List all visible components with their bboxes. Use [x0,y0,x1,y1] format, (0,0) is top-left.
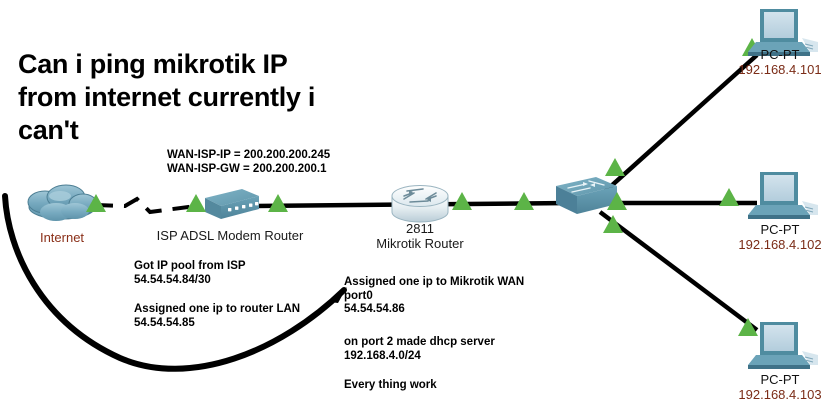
pc-icon-2 [748,172,818,219]
link-triangle-router-lan [514,192,534,210]
router-label: Mikrotik Router [376,236,464,251]
isp-pool-line-1: Got IP pool from ISP [134,260,246,272]
link-switch-to-pc3 [598,210,759,332]
headline-line-2: from internet currently i [18,81,316,112]
link-triangle-pc3 [738,318,758,336]
headline-line-1: Can i ping mikrotik IP [18,49,288,79]
pc1-name-label: PC-PT [760,47,800,62]
wan-isp-ip-line: WAN-ISP-IP = 200.200.200.245 [167,149,331,161]
link-triangle-switch-pc3 [603,215,623,233]
isp-pool-line-2: 54.54.54.84/30 [134,273,211,286]
link-triangle-cloud [86,194,106,212]
link-triangle-router-wan [452,192,472,210]
modem-label: ISP ADSL Modem Router [156,228,304,243]
mikrotik-wan-line-2: port0 [344,289,373,302]
router-model-label: 2811 [406,221,434,236]
cloud-label: Internet [39,230,85,245]
pc2-name-label: PC-PT [760,222,800,237]
pc-icon-3 [748,322,818,369]
mikrotik-wan-line-1: Assigned one ip to Mikrotik WAN [344,276,525,288]
handdrawn-pointer-arc [2,193,347,372]
isp-lan-line-2: 54.54.54.85 [134,316,195,329]
link-internet-to-modem [95,196,197,215]
link-switch-to-pc1 [598,53,759,198]
link-triangle-modem-lan [268,194,288,212]
pc3-ip-label: 192.168.4.103 [738,387,822,402]
headline-line-3: can't [18,114,79,145]
isp-lan-line-1: Assigned one ip to router LAN [134,303,301,315]
pc-icon-1 [748,9,818,56]
link-triangle-switch-pc1 [605,158,625,176]
modem-icon [205,189,259,219]
switch-icon [556,177,617,214]
pc2-ip-label: 192.168.4.102 [738,237,822,252]
everything-works-annotation: Every thing work [344,379,437,391]
wan-isp-gw-line: WAN-ISP-GW = 200.200.200.1 [167,162,327,175]
pc1-ip-label: 192.168.4.101 [738,62,822,77]
router-icon [391,185,449,223]
mikrotik-wan-line-3: 54.54.54.86 [344,303,405,316]
link-triangle-modem-wan [186,194,206,212]
link-status-triangles [86,38,762,336]
link-triangle-pc2 [719,188,739,206]
pc3-name-label: PC-PT [760,372,800,387]
mikrotik-dhcp-line-2: 192.168.4.0/24 [344,349,421,362]
cloud-icon [27,184,98,221]
mikrotik-dhcp-line-1: on port 2 made dhcp server [344,336,495,348]
link-triangle-switch-pc2 [607,192,627,210]
